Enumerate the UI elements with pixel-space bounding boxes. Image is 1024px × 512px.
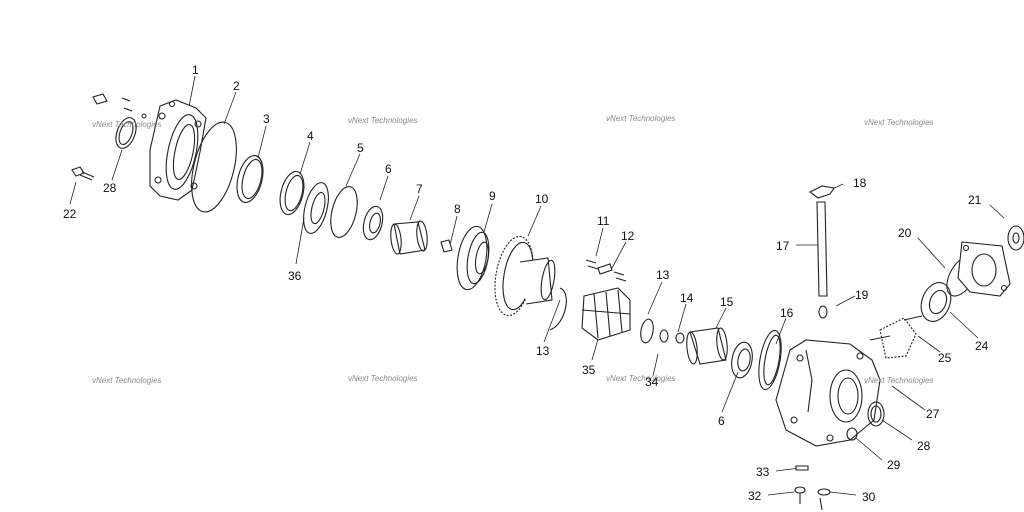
part-ring-16	[758, 329, 782, 391]
part-seal-28-right	[867, 401, 885, 427]
callout-27: 27	[926, 407, 940, 421]
callout-11: 11	[597, 214, 610, 228]
callout-24: 24	[975, 339, 989, 353]
part-housing-27	[775, 339, 881, 447]
watermark: vNext Technologies	[348, 116, 418, 125]
callout-13b: 13	[536, 344, 550, 358]
part-bearing-9	[456, 225, 490, 291]
callout-3: 3	[263, 112, 270, 126]
part-ring-5	[330, 186, 358, 238]
part-ring-34	[659, 329, 669, 343]
callout-29: 29	[887, 458, 901, 472]
callout-1: 1	[192, 63, 199, 77]
part-bushing-14	[675, 332, 685, 344]
part-keys-11-12	[585, 259, 627, 282]
watermark: vNext Technologies	[92, 376, 162, 385]
callout-28a: 28	[103, 181, 117, 195]
callout-17: 17	[776, 239, 790, 253]
callout-36: 36	[288, 269, 302, 283]
part-cage-35	[581, 287, 631, 341]
callout-25: 25	[938, 351, 952, 365]
part-plate-36	[303, 182, 329, 234]
callout-28b: 28	[917, 439, 931, 453]
callout-12: 12	[621, 229, 635, 243]
part-sleeve-7	[390, 220, 428, 255]
callout-10: 10	[535, 192, 549, 206]
part-pinion-25	[869, 315, 923, 359]
watermark: vNext Technologies	[864, 118, 934, 127]
callout-4: 4	[307, 129, 314, 143]
part-bearing-6b	[731, 341, 753, 379]
part-sleeve-15	[686, 327, 728, 365]
part-shaft-17	[816, 201, 828, 297]
callout-20: 20	[898, 226, 912, 240]
callout-15: 15	[720, 295, 734, 309]
part-ring-3	[236, 154, 264, 204]
part-bearing-24	[920, 282, 952, 322]
watermark: vNext Technologies	[864, 376, 934, 385]
part-washer-21	[1007, 225, 1024, 251]
part-flange	[957, 241, 1011, 297]
callout-19: 19	[855, 288, 869, 302]
callout-21: 21	[968, 193, 982, 207]
callout-5: 5	[357, 141, 364, 155]
part-bearing-6	[362, 205, 384, 241]
callout-30: 30	[862, 490, 876, 504]
callout-18: 18	[853, 176, 867, 190]
callout-34: 34	[645, 375, 659, 389]
callout-22: 22	[63, 207, 77, 221]
part-bolt-22	[71, 166, 95, 181]
callout-9: 9	[489, 189, 496, 203]
part-collar-19	[818, 305, 828, 319]
part-clip-18	[808, 185, 835, 199]
part-cover-1	[149, 99, 207, 201]
part-bolt-33	[795, 465, 809, 471]
part-seal-28-left	[115, 117, 137, 149]
watermark: vNext Technologies	[92, 120, 162, 129]
part-washer-30	[817, 488, 831, 511]
callout-16: 16	[780, 306, 794, 320]
callout-14: 14	[680, 291, 694, 305]
part-ring-13b	[640, 318, 654, 344]
callout-35: 35	[582, 363, 596, 377]
part-dowels	[92, 93, 147, 119]
part-snap-ring-13a	[549, 287, 567, 331]
callout-32: 32	[748, 489, 762, 503]
callout-7: 7	[416, 182, 423, 196]
watermark: vNext Technologies	[606, 374, 676, 383]
part-pin-8	[440, 239, 453, 253]
callout-6a: 6	[385, 162, 392, 176]
part-bolt-32	[794, 486, 806, 504]
callout-2: 2	[233, 79, 240, 93]
callout-13a: 13	[656, 268, 670, 282]
callout-33: 33	[756, 465, 770, 479]
callout-6b: 6	[718, 414, 725, 428]
part-plug-29	[846, 427, 858, 441]
part-ring-4	[279, 170, 305, 216]
watermark: vNext Technologies	[348, 374, 418, 383]
watermark: vNext Technologies	[606, 114, 676, 123]
callout-8: 8	[454, 202, 461, 216]
part-o-ring-2	[191, 121, 237, 213]
part-ring-gear-10	[494, 235, 556, 317]
